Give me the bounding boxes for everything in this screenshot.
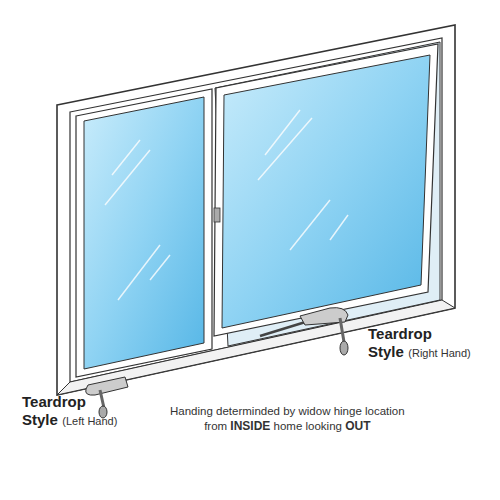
- window-frame: [57, 25, 455, 395]
- left-sash: [76, 89, 212, 377]
- text-line: from INSIDE home looking OUT: [170, 419, 405, 434]
- right-sash: [214, 44, 438, 336]
- callout-label: (Left Hand): [62, 415, 117, 427]
- left-glass: [84, 97, 204, 369]
- callout-label: Style: [22, 411, 58, 428]
- text-line: Handing determinded by widow hinge locat…: [170, 404, 405, 419]
- text-line: Teardrop: [22, 393, 117, 411]
- glare: [105, 140, 170, 300]
- callout-label: Teardrop: [368, 325, 432, 342]
- callout-label-group: TeardropStyle (Left Hand): [22, 393, 117, 429]
- latch: [214, 208, 220, 222]
- note: from: [204, 420, 227, 432]
- left-crank: [86, 377, 128, 418]
- frame-inner: [70, 38, 442, 382]
- callout-label-group: TeardropStyle (Right Hand): [368, 325, 471, 361]
- glare: [258, 110, 348, 250]
- text-line: Teardrop: [368, 325, 471, 343]
- text-line: Style (Right Hand): [368, 343, 471, 361]
- note: Handing determinded by widow hinge locat…: [170, 405, 405, 417]
- right-glass: [222, 55, 430, 328]
- text-line: Style (Left Hand): [22, 411, 117, 429]
- note-group: Handing determinded by widow hinge locat…: [170, 404, 405, 434]
- note: OUT: [345, 419, 370, 433]
- note: INSIDE: [230, 419, 270, 433]
- callout-label: (Right Hand): [408, 347, 470, 359]
- right-crank: [300, 308, 348, 355]
- callout-label: Teardrop: [22, 393, 86, 410]
- callout-label: Style: [368, 343, 404, 360]
- note: home looking: [274, 420, 342, 432]
- opening: [215, 42, 440, 346]
